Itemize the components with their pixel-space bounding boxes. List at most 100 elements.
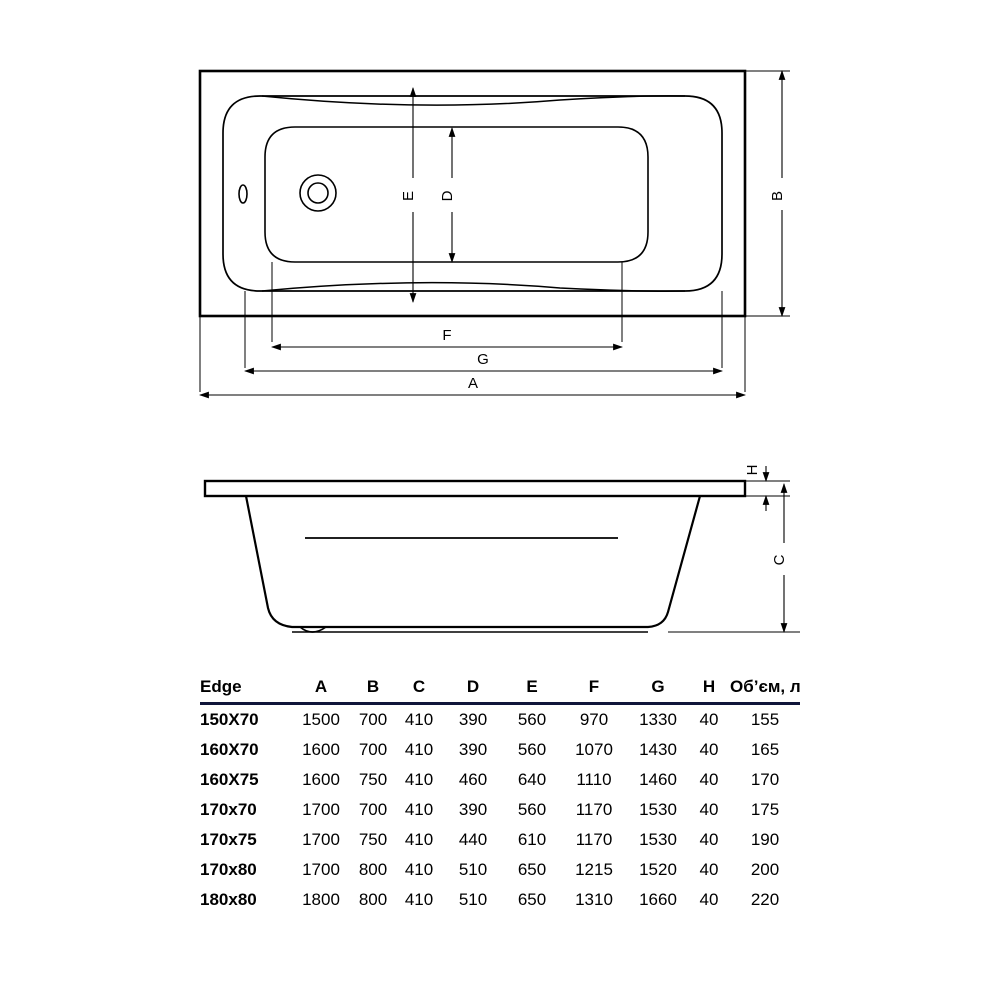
- cell-d: 390: [458, 740, 488, 759]
- cell-c: 410: [404, 710, 434, 729]
- cell-volume: 155: [750, 710, 780, 729]
- table-row: 170x80 1700 800 410 510 650 1215 1520 40…: [200, 855, 800, 885]
- cell-h: 40: [699, 830, 719, 849]
- cell-h: 40: [699, 800, 719, 819]
- dimension-label-D-bg: [443, 178, 461, 212]
- cell-f: 970: [579, 710, 609, 729]
- table-row: 180x80 1800 800 410 510 650 1310 1660 40…: [200, 885, 800, 915]
- dimension-label-E: E: [400, 191, 417, 201]
- table-row: 170x75 1700 750 410 440 610 1170 1530 40…: [200, 825, 800, 855]
- cell-a: 1800: [302, 890, 340, 909]
- tub-body-top-curve: [261, 95, 686, 106]
- dimension-label-B: B: [769, 191, 786, 201]
- col-header-model: Edge: [200, 677, 242, 696]
- cell-volume: 165: [750, 740, 780, 759]
- table-row: 150X70 1500 700 410 390 560 970 1330 40 …: [200, 704, 800, 736]
- cell-c: 410: [404, 890, 434, 909]
- cell-c: 410: [404, 800, 434, 819]
- cell-volume: 220: [750, 890, 780, 909]
- cell-g: 1460: [639, 770, 677, 789]
- cell-volume: 170: [750, 770, 780, 789]
- cell-model: 170x75: [200, 830, 257, 849]
- cell-a: 1700: [302, 830, 340, 849]
- cell-e: 560: [517, 800, 547, 819]
- dimension-label-D: D: [439, 190, 456, 201]
- cell-a: 1500: [302, 710, 340, 729]
- cell-f: 1170: [575, 800, 613, 819]
- cell-volume: 190: [750, 830, 780, 849]
- cell-g: 1530: [639, 800, 677, 819]
- dimension-table-container: Edge A B C D E F G H Об’єм, л 150X70 150…: [200, 672, 801, 916]
- table-header: Edge A B C D E F G H Об’єм, л: [200, 672, 801, 704]
- cell-b: 700: [358, 740, 388, 759]
- cell-d: 460: [458, 770, 488, 789]
- cell-b: 750: [358, 770, 388, 789]
- dimension-label-A: A: [468, 375, 478, 392]
- cell-c: 410: [404, 830, 434, 849]
- dimension-label-G-bg: [471, 349, 495, 367]
- table-body: 150X70 1500 700 410 390 560 970 1330 40 …: [200, 704, 800, 916]
- cell-g: 1660: [639, 890, 677, 909]
- cell-a: 1700: [302, 860, 340, 879]
- cell-model: 170x70: [200, 800, 257, 819]
- col-header-a: A: [314, 677, 328, 696]
- cell-e: 560: [517, 710, 547, 729]
- col-header-d: D: [466, 677, 480, 696]
- cell-f: 1110: [576, 770, 612, 789]
- dimension-label-H: H: [744, 465, 761, 476]
- col-header-c: C: [412, 677, 426, 696]
- drain-hole-outer-icon: [299, 174, 337, 212]
- table-row: 170x70 1700 700 410 390 560 1170 1530 40…: [200, 795, 800, 825]
- cell-d: 390: [458, 800, 488, 819]
- cell-g: 1430: [639, 740, 677, 759]
- cell-h: 40: [699, 710, 719, 729]
- cell-h: 40: [699, 860, 719, 879]
- col-header-g: G: [651, 677, 665, 696]
- plan-view-group: E D B F G: [198, 69, 791, 399]
- cell-model: 150X70: [200, 710, 259, 729]
- overflow-hole-icon: [238, 184, 248, 204]
- col-header-f: F: [588, 677, 600, 696]
- cell-model: 170x80: [200, 860, 257, 879]
- cell-model: 180x80: [200, 890, 257, 909]
- cell-e: 650: [517, 860, 547, 879]
- tub-inner-basin: [264, 126, 649, 263]
- tub-foot-notch-left: [299, 626, 327, 633]
- cell-g: 1530: [639, 830, 677, 849]
- elevation-view-group: H C: [203, 465, 800, 633]
- dimension-label-F: F: [442, 327, 451, 344]
- cell-volume: 200: [750, 860, 780, 879]
- dimension-label-G: G: [477, 351, 489, 368]
- table-header-row: Edge A B C D E F G H Об’єм, л: [200, 672, 801, 704]
- cell-h: 40: [699, 740, 719, 759]
- cell-e: 650: [517, 890, 547, 909]
- col-header-h: H: [702, 677, 716, 696]
- cell-g: 1330: [639, 710, 677, 729]
- cell-a: 1700: [302, 800, 340, 819]
- tub-outer-rim: [198, 69, 747, 318]
- dimension-label-A-bg: [461, 373, 485, 391]
- dimension-label-C: C: [771, 554, 788, 565]
- cell-e: 560: [517, 740, 547, 759]
- col-header-e: E: [526, 677, 538, 696]
- dimension-label-F-bg: [435, 325, 459, 343]
- cell-b: 800: [358, 860, 388, 879]
- tub-rim-slab: [203, 479, 747, 498]
- cell-model: 160X75: [200, 770, 259, 789]
- dimension-table: Edge A B C D E F G H Об’єм, л 150X70 150…: [200, 672, 801, 916]
- cell-d: 390: [458, 710, 488, 729]
- table-row: 160X75 1600 750 410 460 640 1110 1460 40…: [200, 765, 800, 795]
- dimension-label-E-bg: [404, 178, 422, 212]
- cell-b: 800: [358, 890, 388, 909]
- cell-a: 1600: [302, 740, 340, 759]
- cell-c: 410: [404, 860, 434, 879]
- cell-c: 410: [404, 740, 434, 759]
- cell-d: 440: [458, 830, 488, 849]
- cell-d: 510: [458, 860, 488, 879]
- cell-b: 700: [358, 710, 388, 729]
- cell-c: 410: [404, 770, 434, 789]
- cell-f: 1310: [575, 890, 613, 909]
- cell-model: 160X70: [200, 740, 259, 759]
